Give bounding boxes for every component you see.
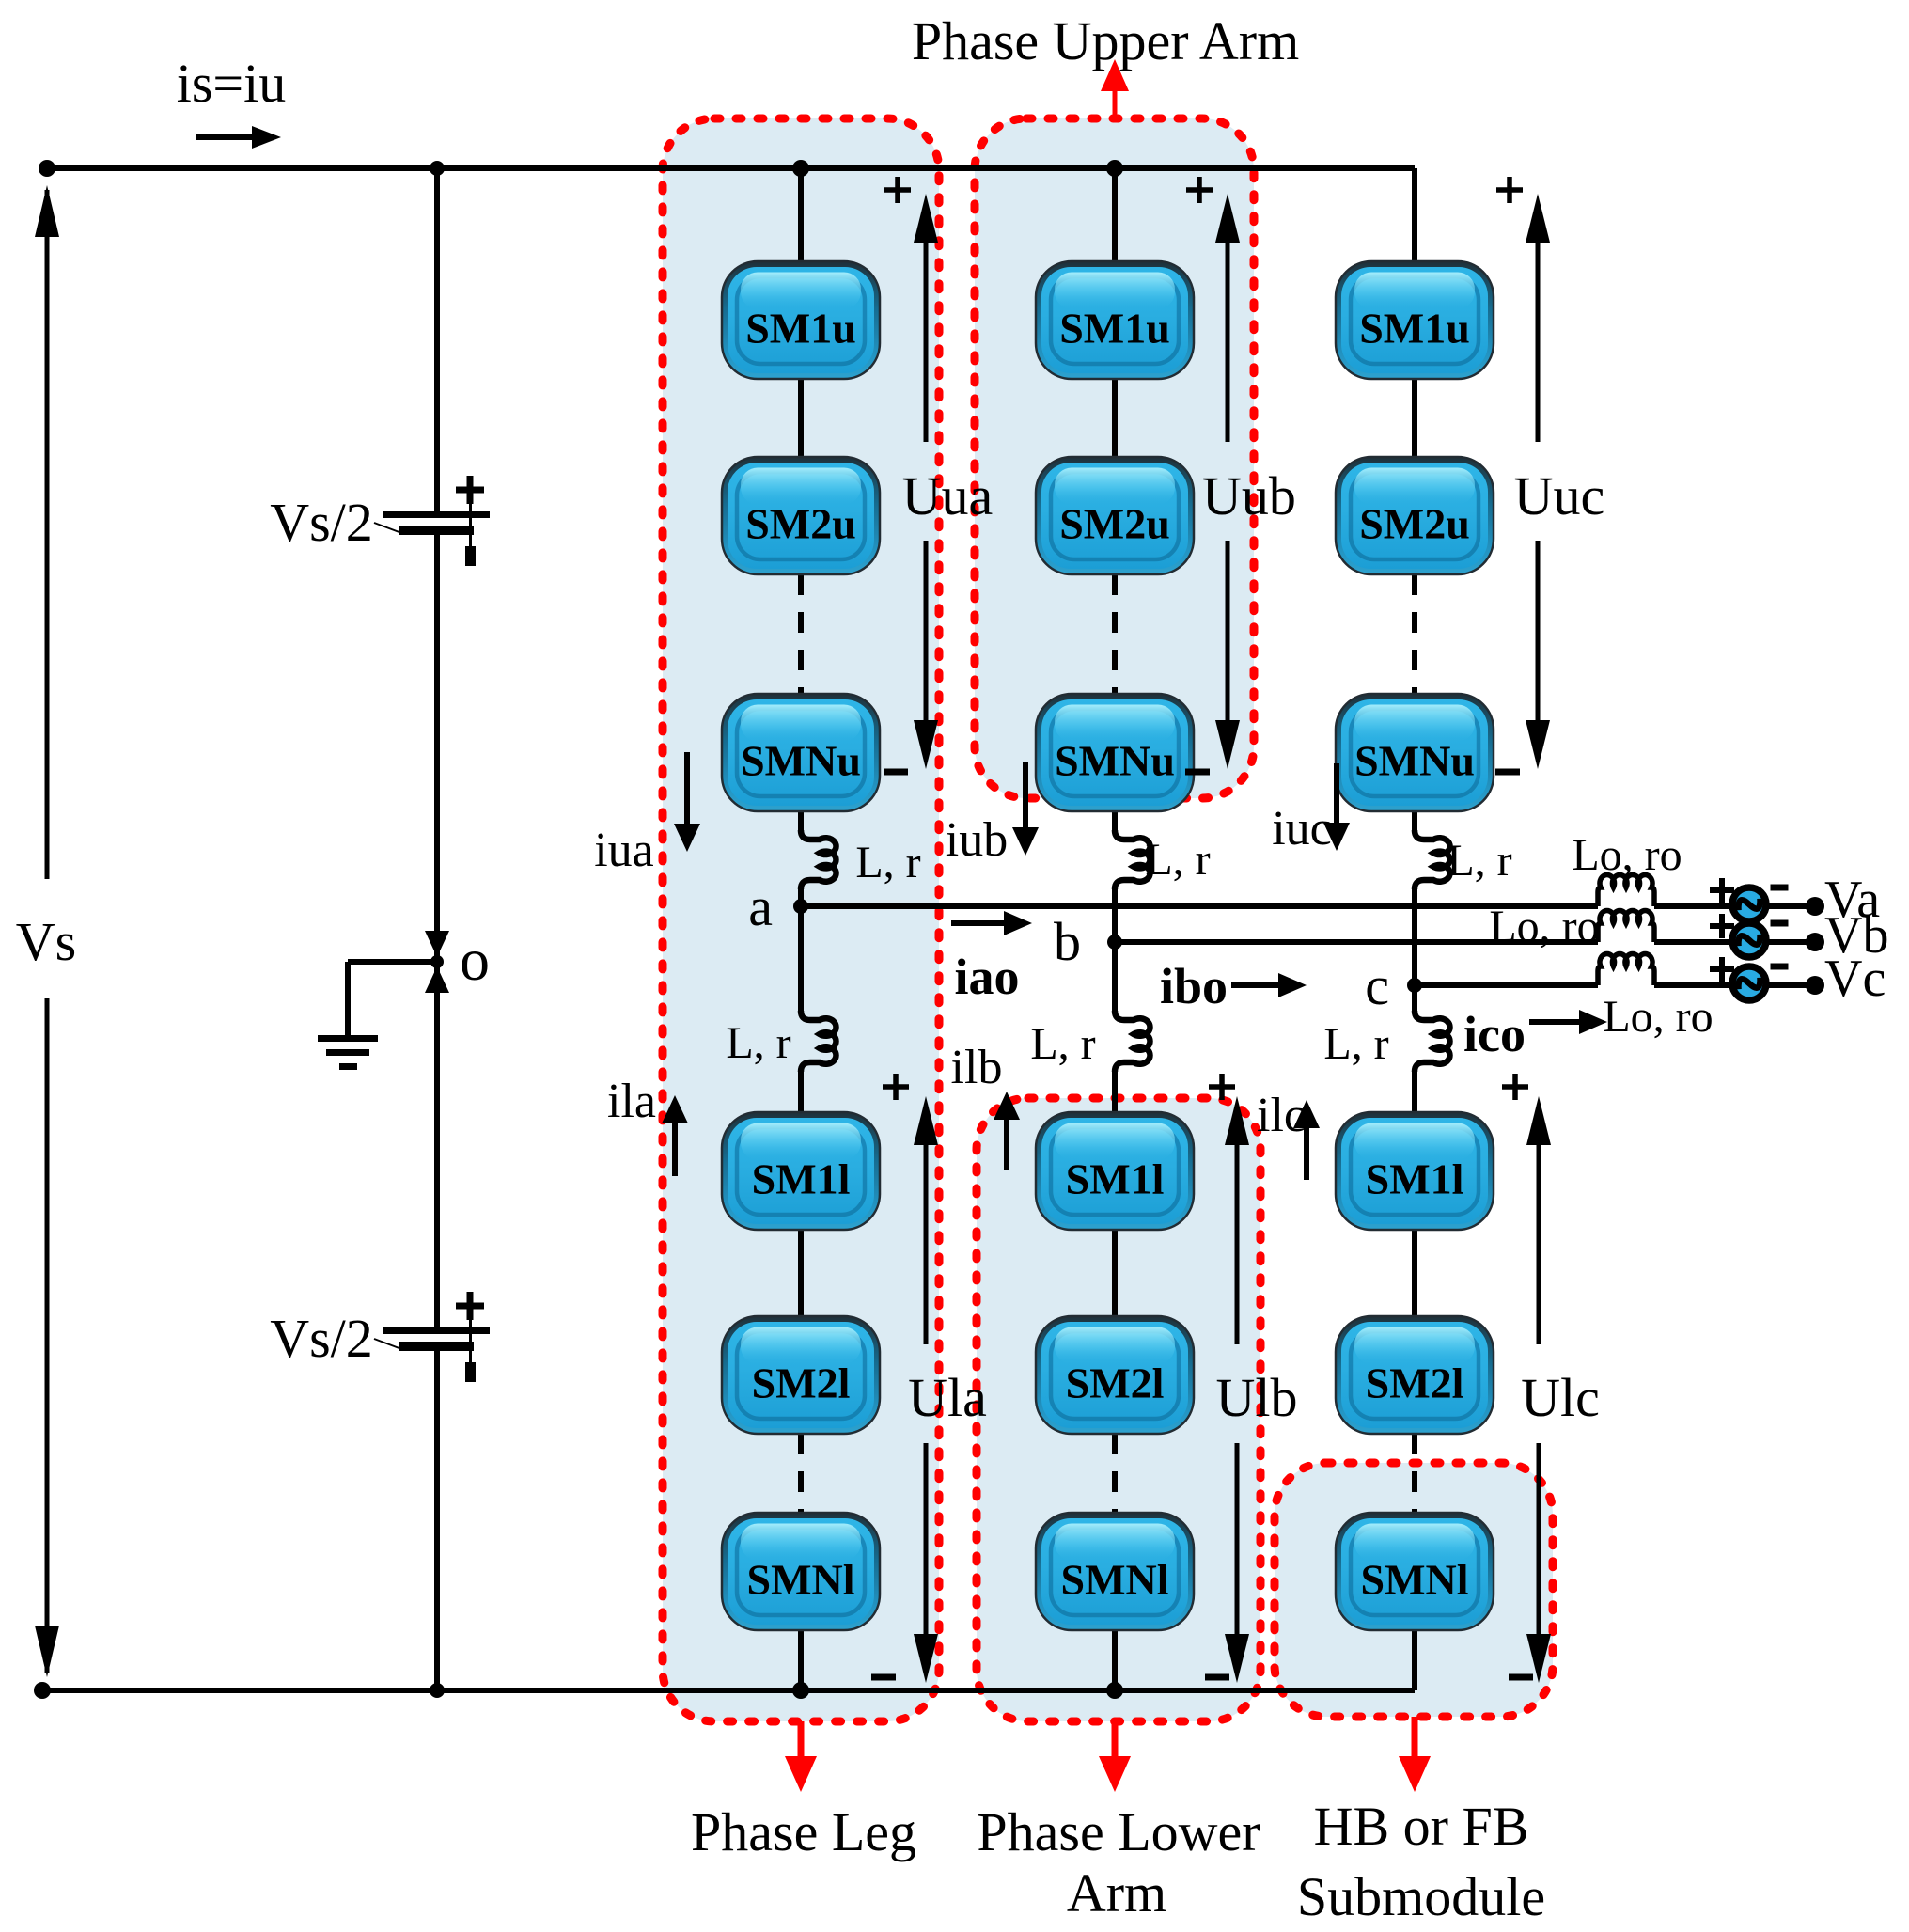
svg-text:SM2u: SM2u	[745, 500, 856, 548]
svg-text:SM1u: SM1u	[1059, 305, 1170, 353]
svg-text:Phase Lower: Phase Lower	[977, 1801, 1260, 1862]
svg-text:ilc: ilc	[1257, 1089, 1306, 1142]
svg-text:Ulb: Ulb	[1216, 1367, 1298, 1428]
svg-text:is=iu: is=iu	[177, 53, 287, 114]
svg-text:c: c	[1365, 955, 1389, 1016]
svg-text:Lo, ro: Lo, ro	[1489, 902, 1599, 951]
svg-text:Ulc: Ulc	[1521, 1367, 1600, 1428]
svg-text:Va: Va	[1824, 871, 1880, 929]
svg-text:HB or FB: HB or FB	[1314, 1796, 1529, 1857]
svg-text:L, r: L, r	[1030, 1019, 1095, 1069]
svg-text:ibo: ibo	[1160, 958, 1228, 1014]
svg-text:Lo, ro: Lo, ro	[1603, 992, 1713, 1042]
svg-text:SM1l: SM1l	[752, 1155, 851, 1203]
svg-text:b: b	[1054, 911, 1081, 972]
svg-text:L, r: L, r	[726, 1018, 790, 1068]
svg-text:a: a	[748, 876, 773, 937]
svg-text:Submodule: Submodule	[1297, 1866, 1545, 1927]
svg-text:SMNu: SMNu	[741, 737, 861, 785]
svg-text:iuc: iuc	[1272, 802, 1332, 856]
svg-text:SM2l: SM2l	[1066, 1359, 1165, 1407]
svg-text:Phase Leg: Phase Leg	[691, 1801, 916, 1862]
svg-text:iua: iua	[594, 824, 654, 877]
svg-text:ico: ico	[1463, 1006, 1526, 1062]
svg-text:Lo, ro: Lo, ro	[1572, 830, 1682, 880]
svg-text:SM2l: SM2l	[1366, 1359, 1464, 1407]
svg-text:SM2l: SM2l	[752, 1359, 851, 1407]
svg-text:L, r: L, r	[855, 838, 920, 887]
svg-text:SMNu: SMNu	[1354, 737, 1475, 785]
svg-text:Vb: Vb	[1824, 906, 1888, 965]
svg-text:Uua: Uua	[902, 465, 994, 526]
svg-text:Phase Upper Arm: Phase Upper Arm	[912, 10, 1299, 71]
svg-text:Vs/2: Vs/2	[270, 492, 373, 553]
svg-text:o: o	[460, 926, 490, 993]
svg-text:Arm: Arm	[1067, 1862, 1166, 1924]
svg-text:Uub: Uub	[1202, 465, 1296, 526]
svg-text:SM2u: SM2u	[1359, 500, 1470, 548]
svg-text:SMNl: SMNl	[1061, 1556, 1169, 1604]
svg-text:Ula: Ula	[908, 1367, 987, 1428]
svg-text:L, r: L, r	[1323, 1019, 1388, 1069]
svg-text:L, r: L, r	[1447, 836, 1511, 886]
svg-text:SM1u: SM1u	[745, 305, 856, 353]
svg-text:SM1l: SM1l	[1066, 1155, 1165, 1203]
svg-text:Uuc: Uuc	[1514, 465, 1605, 526]
svg-text:Vs/2: Vs/2	[270, 1308, 373, 1369]
svg-text:ila: ila	[607, 1075, 656, 1128]
svg-text:ilb: ilb	[951, 1041, 1003, 1094]
svg-text:SM1l: SM1l	[1366, 1155, 1464, 1203]
svg-text:Vs: Vs	[16, 911, 76, 972]
svg-text:L, r: L, r	[1145, 835, 1210, 885]
svg-text:SM1u: SM1u	[1359, 305, 1470, 353]
svg-text:Vc: Vc	[1824, 950, 1886, 1008]
svg-text:iao: iao	[954, 949, 1019, 1005]
svg-text:SM2u: SM2u	[1059, 500, 1170, 548]
svg-text:SMNl: SMNl	[747, 1556, 855, 1604]
svg-text:SMNu: SMNu	[1055, 737, 1175, 785]
svg-text:SMNl: SMNl	[1361, 1556, 1469, 1604]
svg-text:iub: iub	[946, 813, 1008, 867]
